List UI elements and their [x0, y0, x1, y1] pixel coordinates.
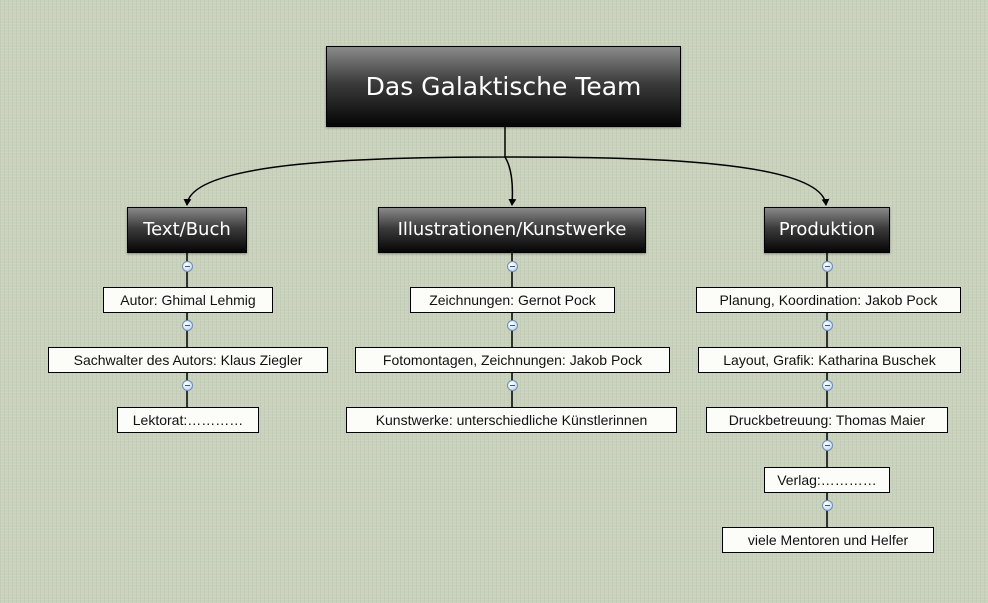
collapse-minus-icon[interactable]	[182, 320, 193, 331]
item-zeichnungen[interactable]: Zeichnungen: Gernot Pock	[410, 287, 615, 313]
item-mentoren[interactable]: viele Mentoren und Helfer	[722, 527, 934, 553]
link-root-illustrationen	[504, 156, 517, 206]
item-sachwalter[interactable]: Sachwalter des Autors: Klaus Ziegler	[48, 347, 328, 373]
root-node[interactable]: Das Galaktische Team	[326, 46, 681, 127]
collapse-minus-icon[interactable]	[822, 261, 833, 272]
item-lektorat[interactable]: Lektorat:…………	[117, 407, 259, 433]
item-planung[interactable]: Planung, Koordination: Jakob Pock	[696, 287, 961, 313]
category-illustrationen[interactable]: Illustrationen/Kunstwerke	[378, 207, 646, 253]
item-autor[interactable]: Autor: Ghimal Lehmig	[103, 287, 273, 313]
item-druckbetreuung[interactable]: Druckbetreuung: Thomas Maier	[706, 407, 948, 433]
collapse-minus-icon[interactable]	[507, 320, 518, 331]
collapse-minus-icon[interactable]	[822, 380, 833, 391]
collapse-minus-icon[interactable]	[182, 380, 193, 391]
item-layout[interactable]: Layout, Grafik: Katharina Buschek	[698, 347, 961, 373]
item-kunstwerke[interactable]: Kunstwerke: unterschiedliche Künstlerinn…	[346, 407, 677, 433]
collapse-minus-icon[interactable]	[822, 320, 833, 331]
link-root-produktion	[504, 156, 830, 206]
link-root-textbuch	[183, 127, 506, 206]
collapse-minus-icon[interactable]	[507, 261, 518, 272]
category-produktion[interactable]: Produktion	[764, 207, 890, 253]
item-fotomontagen[interactable]: Fotomontagen, Zeichnungen: Jakob Pock	[355, 347, 670, 373]
collapse-minus-icon[interactable]	[182, 261, 193, 272]
item-verlag[interactable]: Verlag:…………	[764, 467, 890, 493]
category-text-buch[interactable]: Text/Buch	[127, 207, 247, 253]
collapse-minus-icon[interactable]	[822, 440, 833, 451]
collapse-minus-icon[interactable]	[507, 380, 518, 391]
collapse-minus-icon[interactable]	[822, 500, 833, 511]
